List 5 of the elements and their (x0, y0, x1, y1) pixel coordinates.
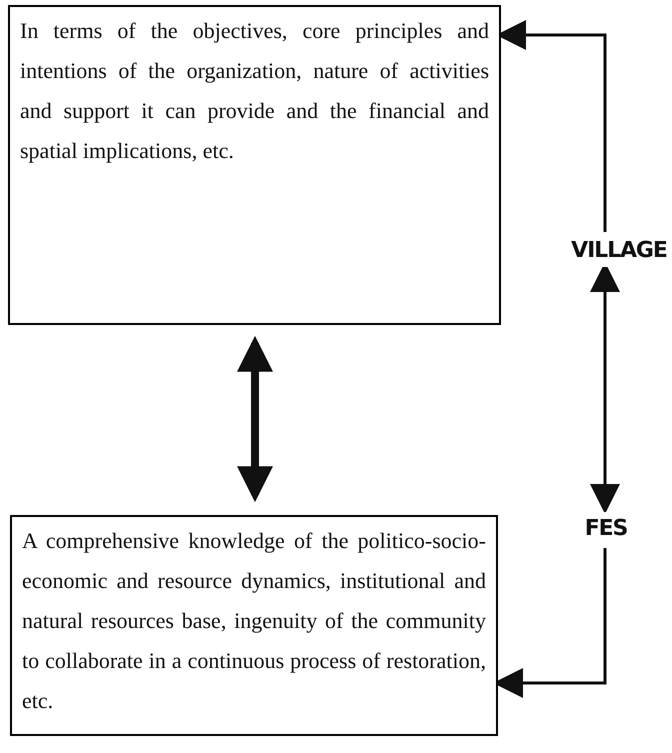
text-box (10, 515, 498, 736)
paragraph: A comprehensive knowledge of the politico-socio-economic and resource dynamics, institutional and natural resources base, ingenuity of the community to collaborate in a continuous process of restoration, etc. (22, 527, 486, 715)
double-arrow (237, 336, 273, 502)
text-box (8, 5, 501, 325)
paragraph: In terms of the objectives, core principles and intentions of the organization, nature of activities and support it can provide and the financial and spatial implications, etc. (20, 17, 489, 165)
